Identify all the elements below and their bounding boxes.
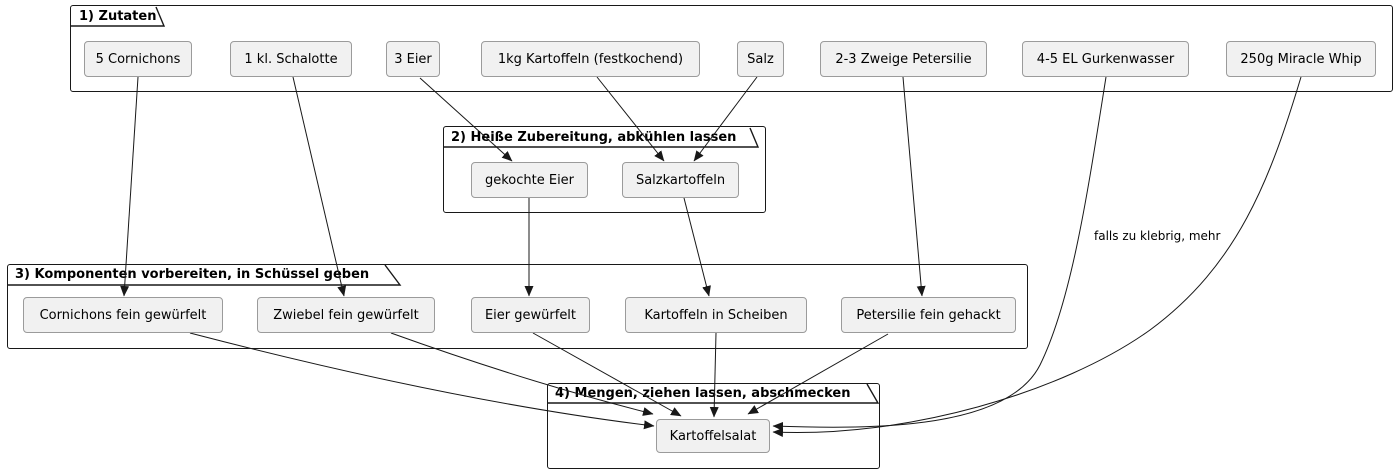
node-salzkartoffeln: Salzkartoffeln <box>622 162 739 198</box>
edge-miracle-whip-to-salat <box>772 76 1302 437</box>
node-2-3-zweige-petersilie: 2-3 Zweige Petersilie <box>820 41 987 77</box>
node-kartoffelsalat: Kartoffelsalat <box>656 419 770 453</box>
edge-label-gurkenwasser: falls zu klebrig, mehr <box>1094 229 1221 243</box>
edge-gurkenwasser-to-salat <box>772 76 1107 431</box>
node-1-kl-schalotte: 1 kl. Schalotte <box>230 41 352 77</box>
frame-heisse-zubereitung-title: 2) Heiße Zubereitung, abkühlen lassen <box>451 130 737 145</box>
node-zwiebel-fein-gewuerfelt: Zwiebel fein gewürfelt <box>257 297 435 333</box>
node-cornichons-fein-gewuerfelt: Cornichons fein gewürfelt <box>23 297 223 333</box>
node-salz: Salz <box>737 41 784 77</box>
node-petersilie-fein-gehackt: Petersilie fein gehackt <box>841 297 1016 333</box>
frame-komponenten-title: 3) Komponenten vorbereiten, in Schüssel … <box>15 267 370 282</box>
node-kartoffeln-in-scheiben: Kartoffeln in Scheiben <box>625 297 807 333</box>
node-5-cornichons: 5 Cornichons <box>84 41 192 77</box>
node-250g-miracle-whip: 250g Miracle Whip <box>1226 41 1376 77</box>
node-1kg-kartoffeln: 1kg Kartoffeln (festkochend) <box>481 41 700 77</box>
node-eier-gewuerfelt: Eier gewürfelt <box>471 297 590 333</box>
node-4-5-el-gurkenwasser: 4-5 EL Gurkenwasser <box>1022 41 1189 77</box>
frame-mengen-title: 4) Mengen, ziehen lassen, abschmecken <box>555 386 851 401</box>
frame-zutaten-title: 1) Zutaten <box>79 9 157 24</box>
node-gekochte-eier: gekochte Eier <box>471 162 588 198</box>
node-3-eier: 3 Eier <box>386 41 440 77</box>
